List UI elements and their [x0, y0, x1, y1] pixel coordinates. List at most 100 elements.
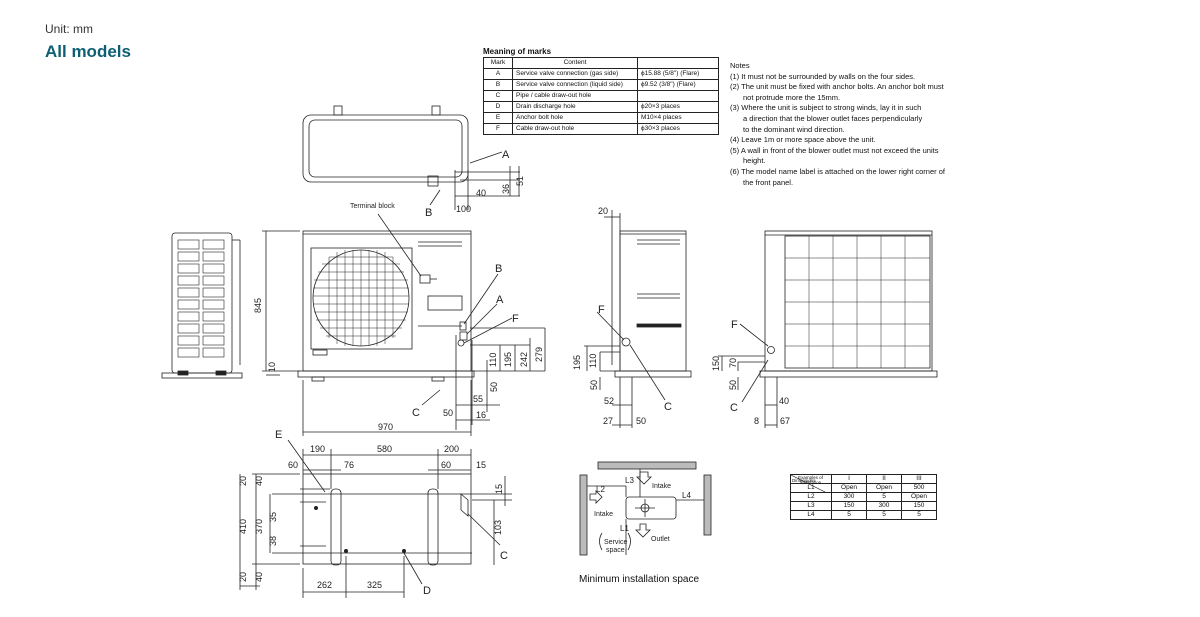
left-side-body — [171, 232, 233, 374]
cell: 5 — [831, 510, 867, 520]
side-dim-20: 20 — [598, 206, 608, 216]
space-header-row: Examples of installation Dimensions I II… — [790, 474, 937, 493]
note-item: not protrude more the 15mm. — [743, 92, 841, 102]
model-label — [312, 349, 328, 356]
service-bracket-left — [599, 532, 603, 551]
front-mark-c: C — [412, 407, 420, 419]
terminal-block — [419, 274, 431, 284]
dim-40: 40 — [476, 188, 486, 198]
cell: 500 — [901, 483, 937, 493]
side-dim-50: 50 — [589, 380, 599, 390]
valve-b — [459, 321, 467, 331]
label-service: Service — [604, 539, 627, 546]
label-outlet: Outlet — [651, 536, 670, 543]
back-dim-67: 67 — [780, 416, 790, 426]
left-side-view — [161, 232, 243, 379]
cell: 150 — [901, 501, 937, 511]
corner-head-top: Examples of installation — [798, 475, 823, 485]
base-dim-190: 190 — [310, 444, 325, 454]
base-dim-15a: 15 — [476, 460, 486, 470]
cell: Open — [831, 483, 867, 493]
dim-110: 110 — [488, 353, 498, 367]
note-item: (3) Where the unit is subject to strong … — [730, 103, 922, 113]
base-dim-262: 262 — [317, 580, 332, 590]
label-space: space — [606, 547, 625, 554]
side-mark-c: C — [664, 401, 672, 413]
base-dim-370: 370 — [254, 519, 264, 534]
dim-970: 970 — [378, 422, 393, 432]
base-dim-325: 325 — [367, 580, 382, 590]
min-space-diagram: L3 L2 L4 L1 Intake Intake Outlet Service… — [579, 461, 712, 556]
front-mark-f: F — [512, 313, 519, 325]
valve-a — [459, 331, 468, 341]
side-base — [614, 370, 692, 378]
base-dim-580: 580 — [377, 444, 392, 454]
note-item: the front panel. — [743, 177, 794, 187]
unit-label: Unit: mm — [45, 22, 93, 36]
page-title: All models — [45, 42, 131, 61]
dim-36: 36 — [501, 184, 511, 194]
label-l4: L4 — [682, 491, 691, 500]
base-dim-20a: 20 — [238, 476, 248, 486]
intake-left-arrow — [589, 490, 603, 504]
fan-guard — [310, 247, 413, 350]
base-dim-103: 103 — [493, 520, 503, 535]
side-body — [619, 230, 687, 372]
back-dim-70: 70 — [728, 358, 738, 368]
top-view-handle-right — [431, 105, 441, 116]
front-body — [302, 230, 472, 372]
row-label: L3 — [790, 501, 832, 511]
terminal-block-label: Terminal block — [350, 203, 395, 210]
front-base — [297, 370, 475, 378]
service-bracket-right — [627, 532, 631, 551]
back-mark-f: F — [731, 319, 738, 331]
base-dim-60a: 60 — [288, 460, 298, 470]
note-item: (5) A wall in front of the blower outlet… — [730, 145, 939, 155]
min-space-caption: Minimum installation space — [579, 574, 700, 585]
base-dim-40b: 40 — [254, 572, 264, 582]
base-outline — [302, 473, 472, 565]
label-l1: L1 — [620, 524, 629, 533]
note-item: (2) The unit must be fixed with anchor b… — [730, 82, 944, 92]
base-pipe-hole — [460, 493, 469, 517]
intake-top-arrow — [636, 471, 652, 485]
left-side-louvers — [177, 239, 225, 358]
space-col-ii: II — [866, 474, 902, 484]
unit-plan — [625, 496, 677, 520]
side-dim-195: 195 — [572, 355, 582, 370]
base-mark-d: D — [423, 585, 431, 597]
top-view: A B 100 40 36 51 — [302, 105, 525, 219]
back-body — [764, 230, 933, 372]
base-mark-c: C — [500, 550, 508, 562]
label-intake-left: Intake — [594, 511, 613, 518]
notes-block: Notes (1) It must not be surrounded by w… — [730, 61, 945, 188]
back-dim-40: 40 — [779, 396, 789, 406]
cell: 5 — [866, 492, 902, 502]
cell: 300 — [866, 501, 902, 511]
notes-title: Notes — [730, 61, 750, 70]
row-label: L4 — [790, 510, 832, 520]
base-dim-35: 35 — [268, 512, 278, 522]
drain-hole — [401, 549, 406, 554]
back-dim-50: 50 — [728, 380, 738, 390]
back-base — [759, 370, 938, 378]
back-grille-lines — [785, 236, 930, 368]
back-dim-150: 150 — [711, 356, 721, 371]
base-dim-410: 410 — [238, 519, 248, 534]
top-view-body — [302, 114, 469, 183]
detail-cell: ϕ30×3 places — [637, 123, 719, 135]
front-view: Terminal block — [253, 203, 546, 436]
row-label: L2 — [790, 492, 832, 502]
side-mark-f: F — [598, 304, 605, 316]
space-col-iii: III — [901, 474, 937, 484]
drain-hole — [313, 505, 318, 510]
label-intake-top: Intake — [652, 483, 671, 490]
left-side-base — [161, 372, 243, 379]
base-dim-15b: 15 — [494, 484, 504, 494]
drain-hole — [343, 549, 348, 554]
